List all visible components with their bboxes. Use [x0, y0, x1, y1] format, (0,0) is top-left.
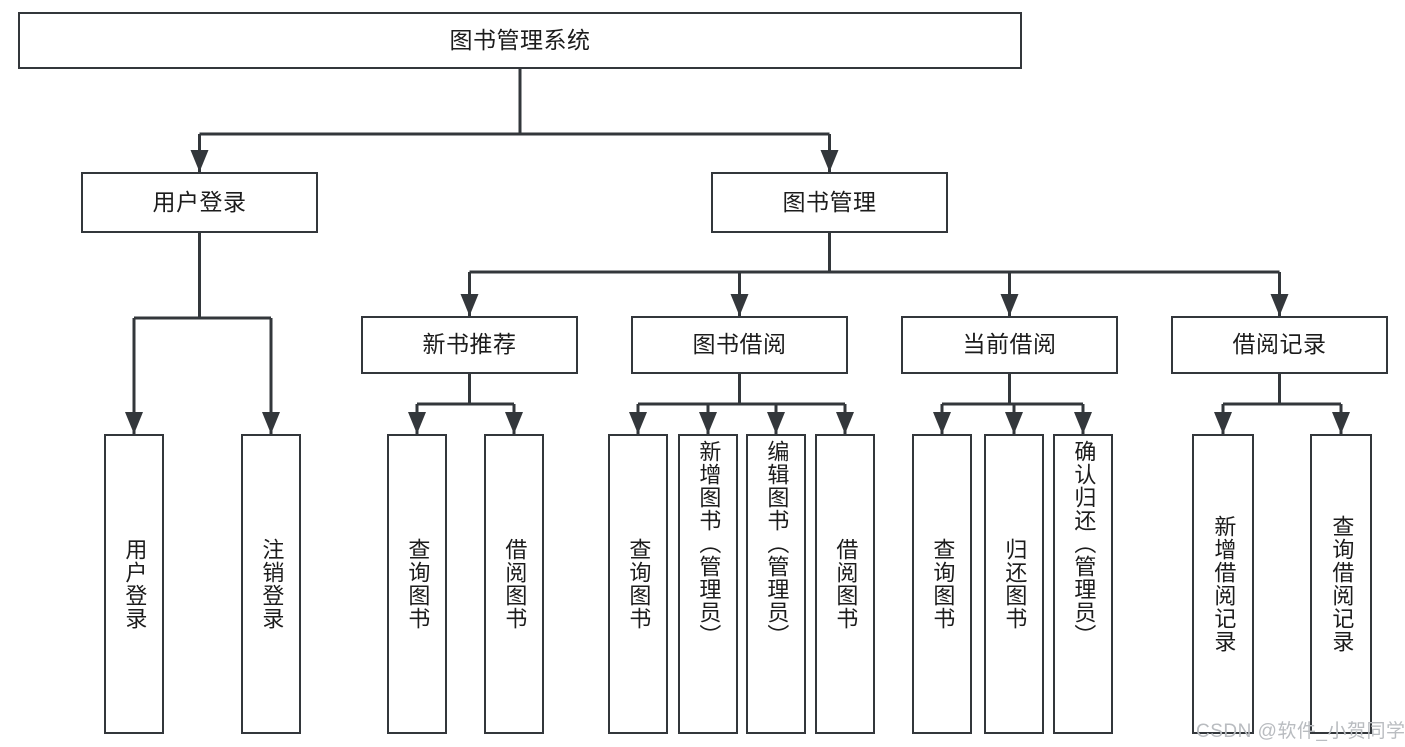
- node-leaf-user-logout[interactable]: 注销登录: [241, 434, 301, 734]
- arrow-head-icon: [262, 412, 280, 434]
- node-label-book-borrow: 图书借阅: [692, 331, 787, 358]
- node-leaf-rec-query2[interactable]: 查询借阅记录: [1310, 434, 1372, 734]
- node-leaf-borrow-add[interactable]: 新增图书（管理员）: [678, 434, 738, 734]
- arrow-head-icon: [1270, 294, 1289, 316]
- arrow-head-icon: [1074, 412, 1092, 434]
- arrow-head-icon: [1000, 294, 1019, 316]
- arrow-head-icon: [730, 294, 749, 316]
- node-current-borrow[interactable]: 当前借阅: [901, 316, 1118, 374]
- node-leaf-borrow-query[interactable]: 查询图书: [608, 434, 668, 734]
- node-label-borrow-record: 借阅记录: [1232, 331, 1327, 358]
- node-leaf-borrow-lend[interactable]: 借阅图书: [815, 434, 875, 734]
- node-label-leaf-cur-query: 查询图书: [930, 538, 956, 630]
- node-user-login[interactable]: 用户登录: [81, 172, 318, 233]
- node-label-new-book-rec: 新书推荐: [422, 331, 517, 358]
- node-leaf-cur-return[interactable]: 归还图书: [984, 434, 1044, 734]
- csdn-watermark: CSDN @软件_小贺同学: [1196, 721, 1405, 742]
- node-label-leaf-cur-return: 归还图书: [1002, 538, 1028, 630]
- node-label-book-manage: 图书管理: [782, 188, 877, 215]
- node-label-leaf-user-login: 用户登录: [122, 538, 148, 630]
- arrow-head-icon: [125, 412, 143, 434]
- node-leaf-rec-borrow[interactable]: 借阅图书: [484, 434, 544, 734]
- node-label-leaf-user-logout: 注销登录: [259, 538, 285, 630]
- node-label-current-borrow: 当前借阅: [962, 331, 1057, 358]
- node-book-borrow[interactable]: 图书借阅: [631, 316, 848, 374]
- arrow-head-icon: [460, 294, 479, 316]
- node-label-user-login: 用户登录: [152, 188, 247, 215]
- arrow-head-icon: [933, 412, 951, 434]
- arrow-head-icon: [1332, 412, 1350, 434]
- node-leaf-cur-query[interactable]: 查询图书: [912, 434, 972, 734]
- node-label-leaf-rec-add: 新增借阅记录: [1211, 515, 1237, 653]
- arrow-head-icon: [767, 412, 785, 434]
- arrow-head-icon: [505, 412, 523, 434]
- arrow-head-icon: [408, 412, 426, 434]
- node-label-leaf-borrow-lend: 借阅图书: [833, 538, 859, 630]
- node-leaf-rec-add[interactable]: 新增借阅记录: [1192, 434, 1254, 734]
- node-label-leaf-borrow-query: 查询图书: [626, 538, 652, 630]
- arrow-head-icon: [1214, 412, 1232, 434]
- node-root[interactable]: 图书管理系统: [18, 12, 1022, 69]
- arrow-head-icon: [820, 150, 839, 172]
- node-label-root: 图书管理系统: [449, 26, 591, 53]
- node-borrow-record[interactable]: 借阅记录: [1171, 316, 1388, 374]
- node-label-leaf-rec-query2: 查询借阅记录: [1329, 515, 1355, 653]
- node-leaf-borrow-edit[interactable]: 编辑图书（管理员）: [746, 434, 806, 734]
- arrow-head-icon: [1005, 412, 1023, 434]
- node-label-leaf-rec-query: 查询图书: [405, 538, 431, 630]
- node-leaf-user-login[interactable]: 用户登录: [104, 434, 164, 734]
- node-new-book-rec[interactable]: 新书推荐: [361, 316, 578, 374]
- node-label-leaf-borrow-add: 新增图书（管理员）: [696, 440, 722, 647]
- arrow-head-icon: [699, 412, 717, 434]
- node-label-leaf-cur-confirm: 确认归还（管理员）: [1071, 440, 1097, 647]
- node-leaf-rec-query[interactable]: 查询图书: [387, 434, 447, 734]
- node-leaf-cur-confirm[interactable]: 确认归还（管理员）: [1053, 434, 1113, 734]
- node-label-leaf-rec-borrow: 借阅图书: [502, 538, 528, 630]
- node-label-leaf-borrow-edit: 编辑图书（管理员）: [764, 440, 790, 647]
- arrow-head-icon: [629, 412, 647, 434]
- node-book-manage[interactable]: 图书管理: [711, 172, 948, 233]
- arrow-head-icon: [836, 412, 854, 434]
- arrow-head-icon: [190, 150, 209, 172]
